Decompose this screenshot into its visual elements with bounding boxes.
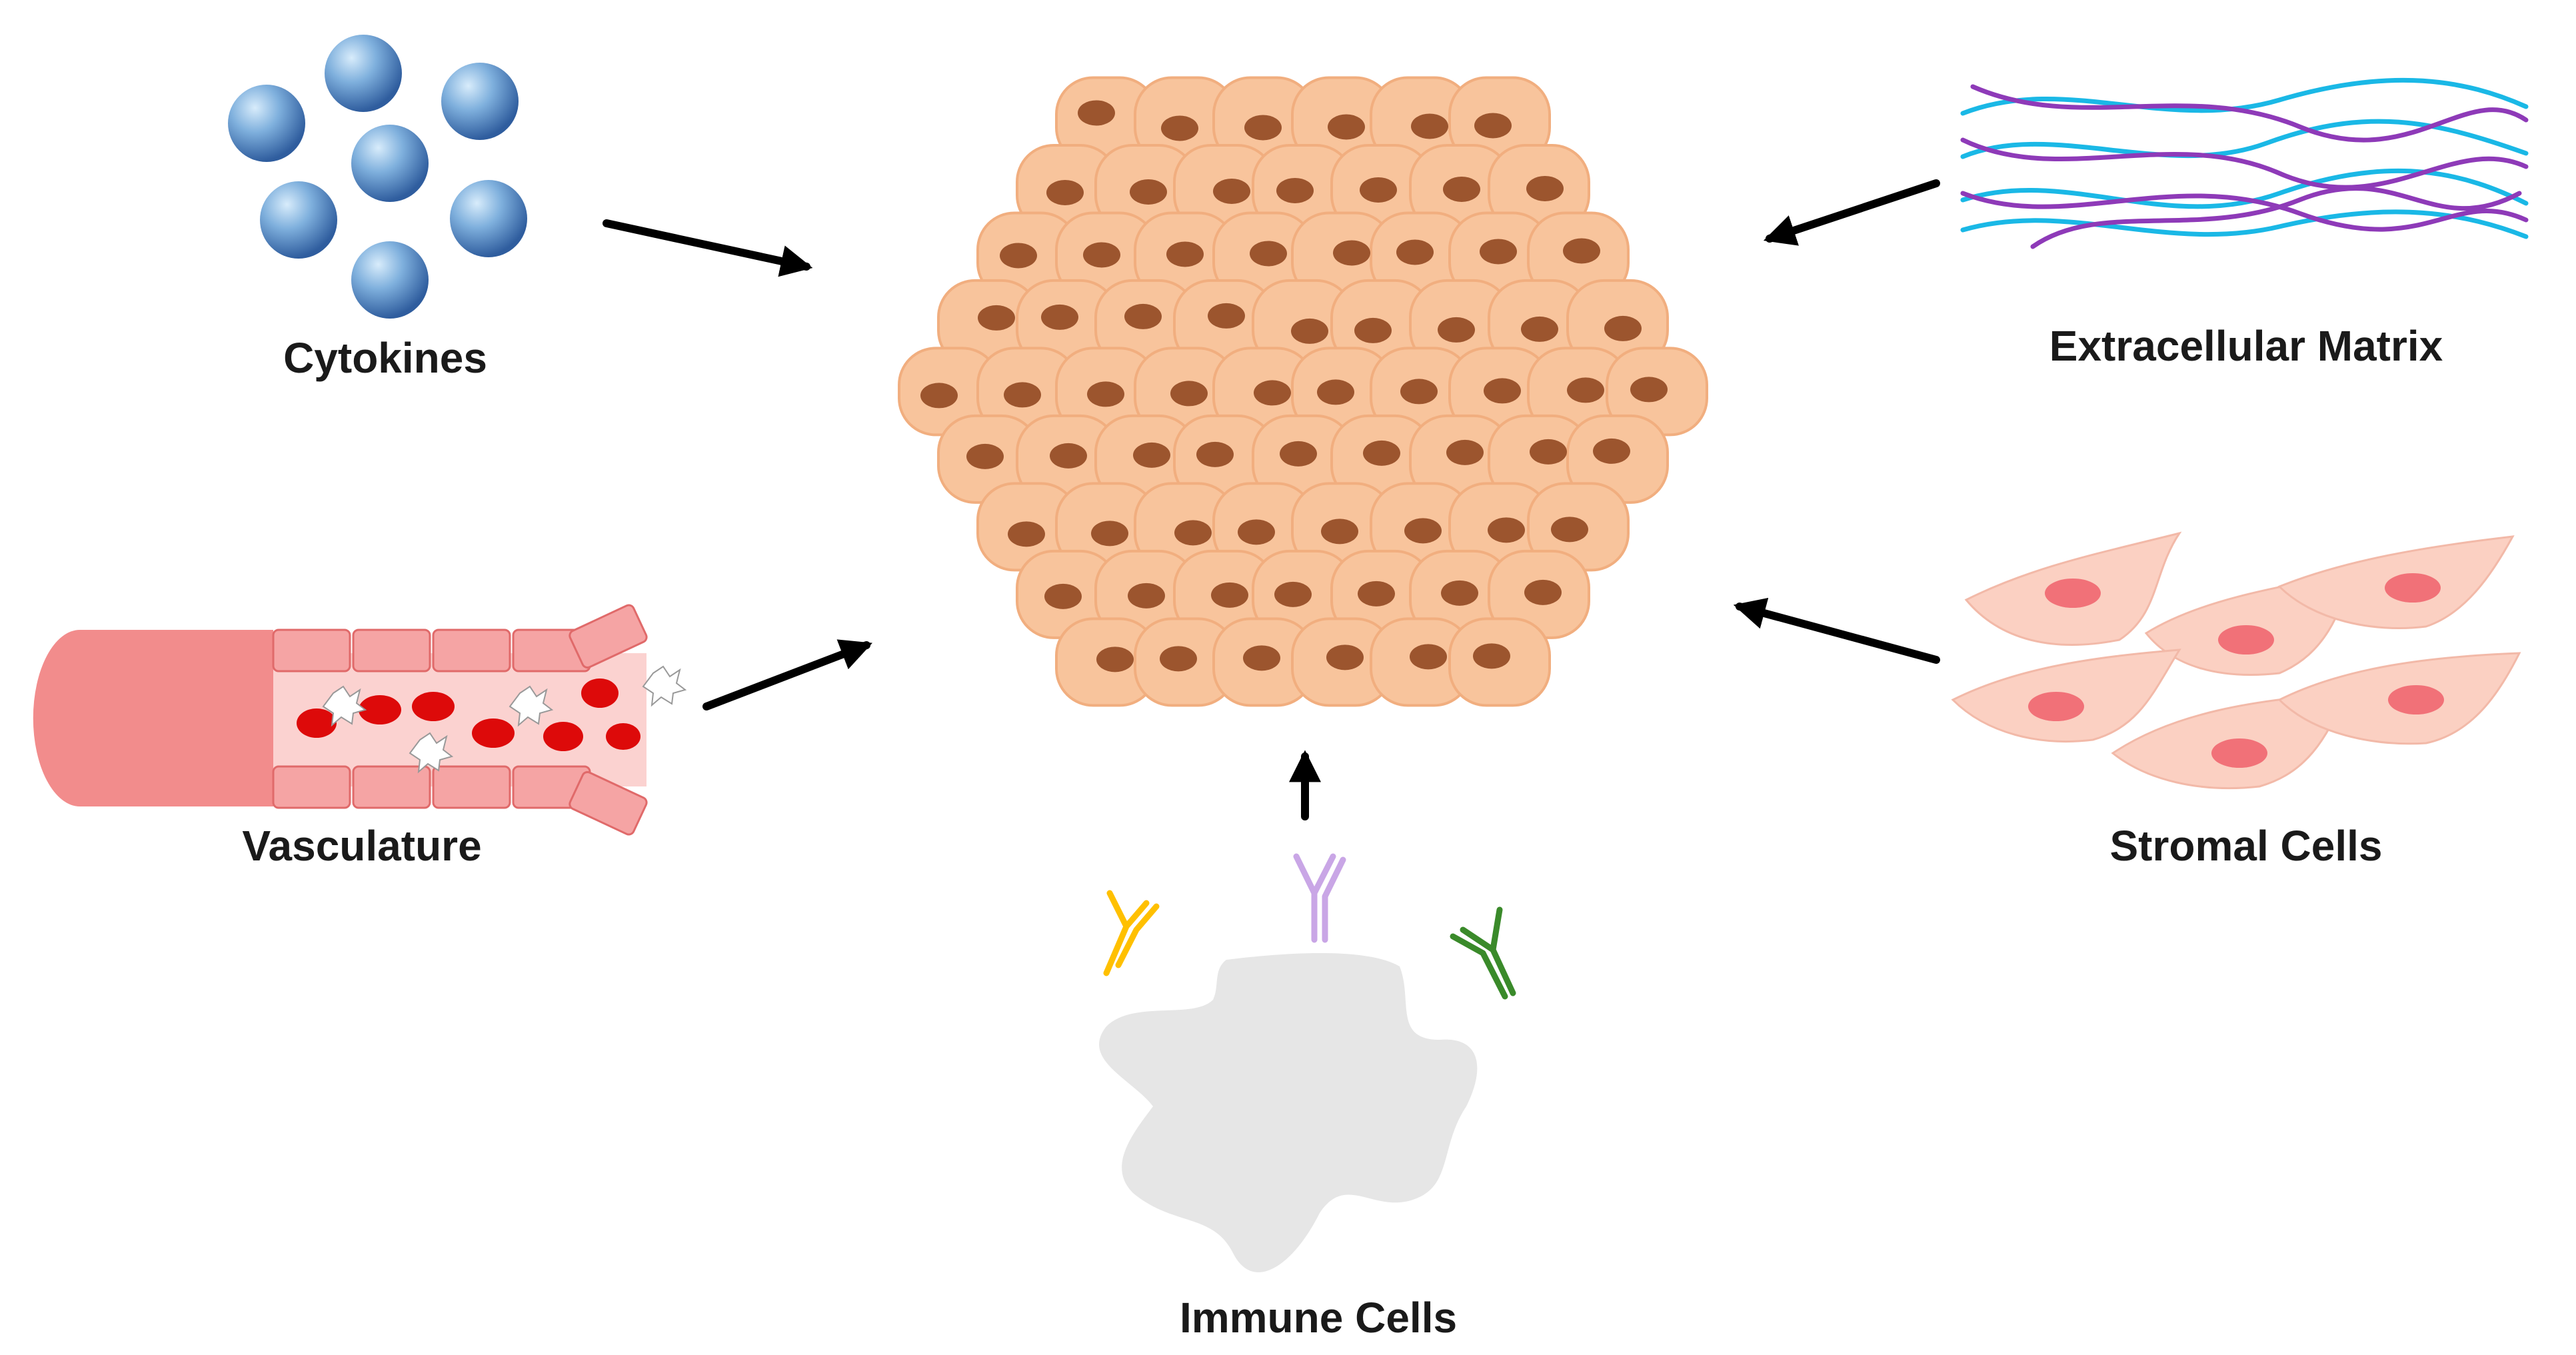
tumor-nucleus [1474,113,1512,139]
tumor-nucleus [1563,238,1600,264]
tumor-nucleus [920,383,958,409]
tumor-nucleus [1008,521,1045,547]
tumor-nucleus [1604,315,1642,341]
immune-cell-icon [1099,853,1516,1272]
tumor-nucleus [1360,177,1397,203]
arrow-stromal [1733,597,1940,664]
label-immune-cells: Immune Cells [1179,1294,1458,1342]
tumor-nucleus [1446,439,1484,465]
extracellular-matrix-fibers-icon [1960,77,2529,249]
tumor-nucleus [1593,438,1630,464]
blood-vessel-icon [33,604,687,836]
tumor-nucleus [1521,316,1558,342]
tumor-nucleus [1046,179,1084,205]
arrows [603,179,1940,820]
tumor-nucleus [1208,303,1245,329]
tumor-nucleus [1087,381,1124,407]
tumor-nucleus [1480,239,1517,265]
tumor-nucleus [1091,521,1128,547]
tumor-nucleus [1211,582,1248,608]
tumor-nucleus [1524,579,1562,605]
tumor-nucleus [1411,113,1448,139]
tumor-nucleus [1400,379,1438,405]
tumor-nucleus [1050,443,1087,469]
label-extracellular-matrix: Extracellular Matrix [2049,322,2443,370]
tumor-nucleus [1128,583,1165,609]
tumor-cell-cluster-icon [898,76,1708,707]
arrow-cytokines [603,219,813,277]
tumor-nucleus [1321,519,1358,545]
tumor-nucleus [1567,377,1604,403]
tumor-nucleus [1551,517,1588,543]
tumor-nucleus [1078,100,1115,126]
tumor-nucleus [1160,646,1197,672]
tumor-nucleus [1526,175,1564,201]
tumor-nucleus [1438,317,1475,343]
tumor-nucleus [1096,647,1134,673]
label-vasculature: Vasculature [242,822,482,870]
arrow-ecm [1763,179,1940,246]
tumor-nucleus [1404,518,1442,544]
tumor-nucleus [1124,303,1162,329]
tumor-nucleus [1410,644,1447,670]
tumor-nucleus [1130,179,1167,205]
stromal-cells-icon [1951,531,2521,790]
tumor-nucleus [1166,241,1204,267]
tumor-nucleus [1161,115,1198,141]
tumor-nucleus [1276,177,1314,203]
tumor-nucleus [1044,583,1082,609]
tumor-nucleus [1196,441,1234,467]
tumor-nucleus [1174,520,1212,546]
tumor-nucleus [1396,239,1434,265]
tumor-nucleus [1530,439,1567,465]
antibody-purple-icon [1293,853,1346,943]
cytokine-spheres-icon [228,35,527,319]
tumor-nucleus [1004,382,1041,408]
tumor-nucleus [1291,318,1328,344]
tumor-nucleus [1250,241,1287,267]
tumor-nucleus [1441,580,1478,606]
tumor-nucleus [1443,176,1480,202]
tumor-nucleus [1630,377,1668,403]
tumor-nucleus [1328,114,1365,140]
tumor-nucleus [1083,242,1120,268]
tumor-nucleus [1358,581,1395,607]
tumor-nucleus [1488,517,1525,543]
tumor-nucleus [1041,304,1078,330]
tumor-nucleus [1254,380,1291,406]
tumor-nucleus [1354,317,1392,343]
tumor-nucleus [1484,378,1521,404]
tumor-nucleus [1274,581,1312,607]
tumor-nucleus [978,305,1015,331]
tumor-nucleus [1317,379,1354,405]
tumor-nucleus [1000,243,1037,269]
antibody-yellow-icon [1103,890,1160,976]
tumor-nucleus [1170,381,1208,407]
arrow-vasculature [702,639,872,710]
tumor-nucleus [1244,115,1282,141]
tumor-nucleus [1473,643,1510,669]
label-cytokines: Cytokines [283,334,487,382]
antibody-green-icon [1450,906,1516,1000]
tumor-nucleus [1213,178,1250,204]
tumor-nucleus [1363,440,1400,466]
tumor-nucleus [1238,519,1275,545]
tumor-nucleus [1243,645,1280,671]
label-stromal-cells: Stromal Cells [2109,822,2383,870]
tumor-nucleus [966,443,1004,469]
tumor-nucleus [1133,442,1170,468]
tumor-nucleus [1280,441,1317,467]
tumor-nucleus [1333,240,1370,266]
tumor-nucleus [1326,645,1364,671]
